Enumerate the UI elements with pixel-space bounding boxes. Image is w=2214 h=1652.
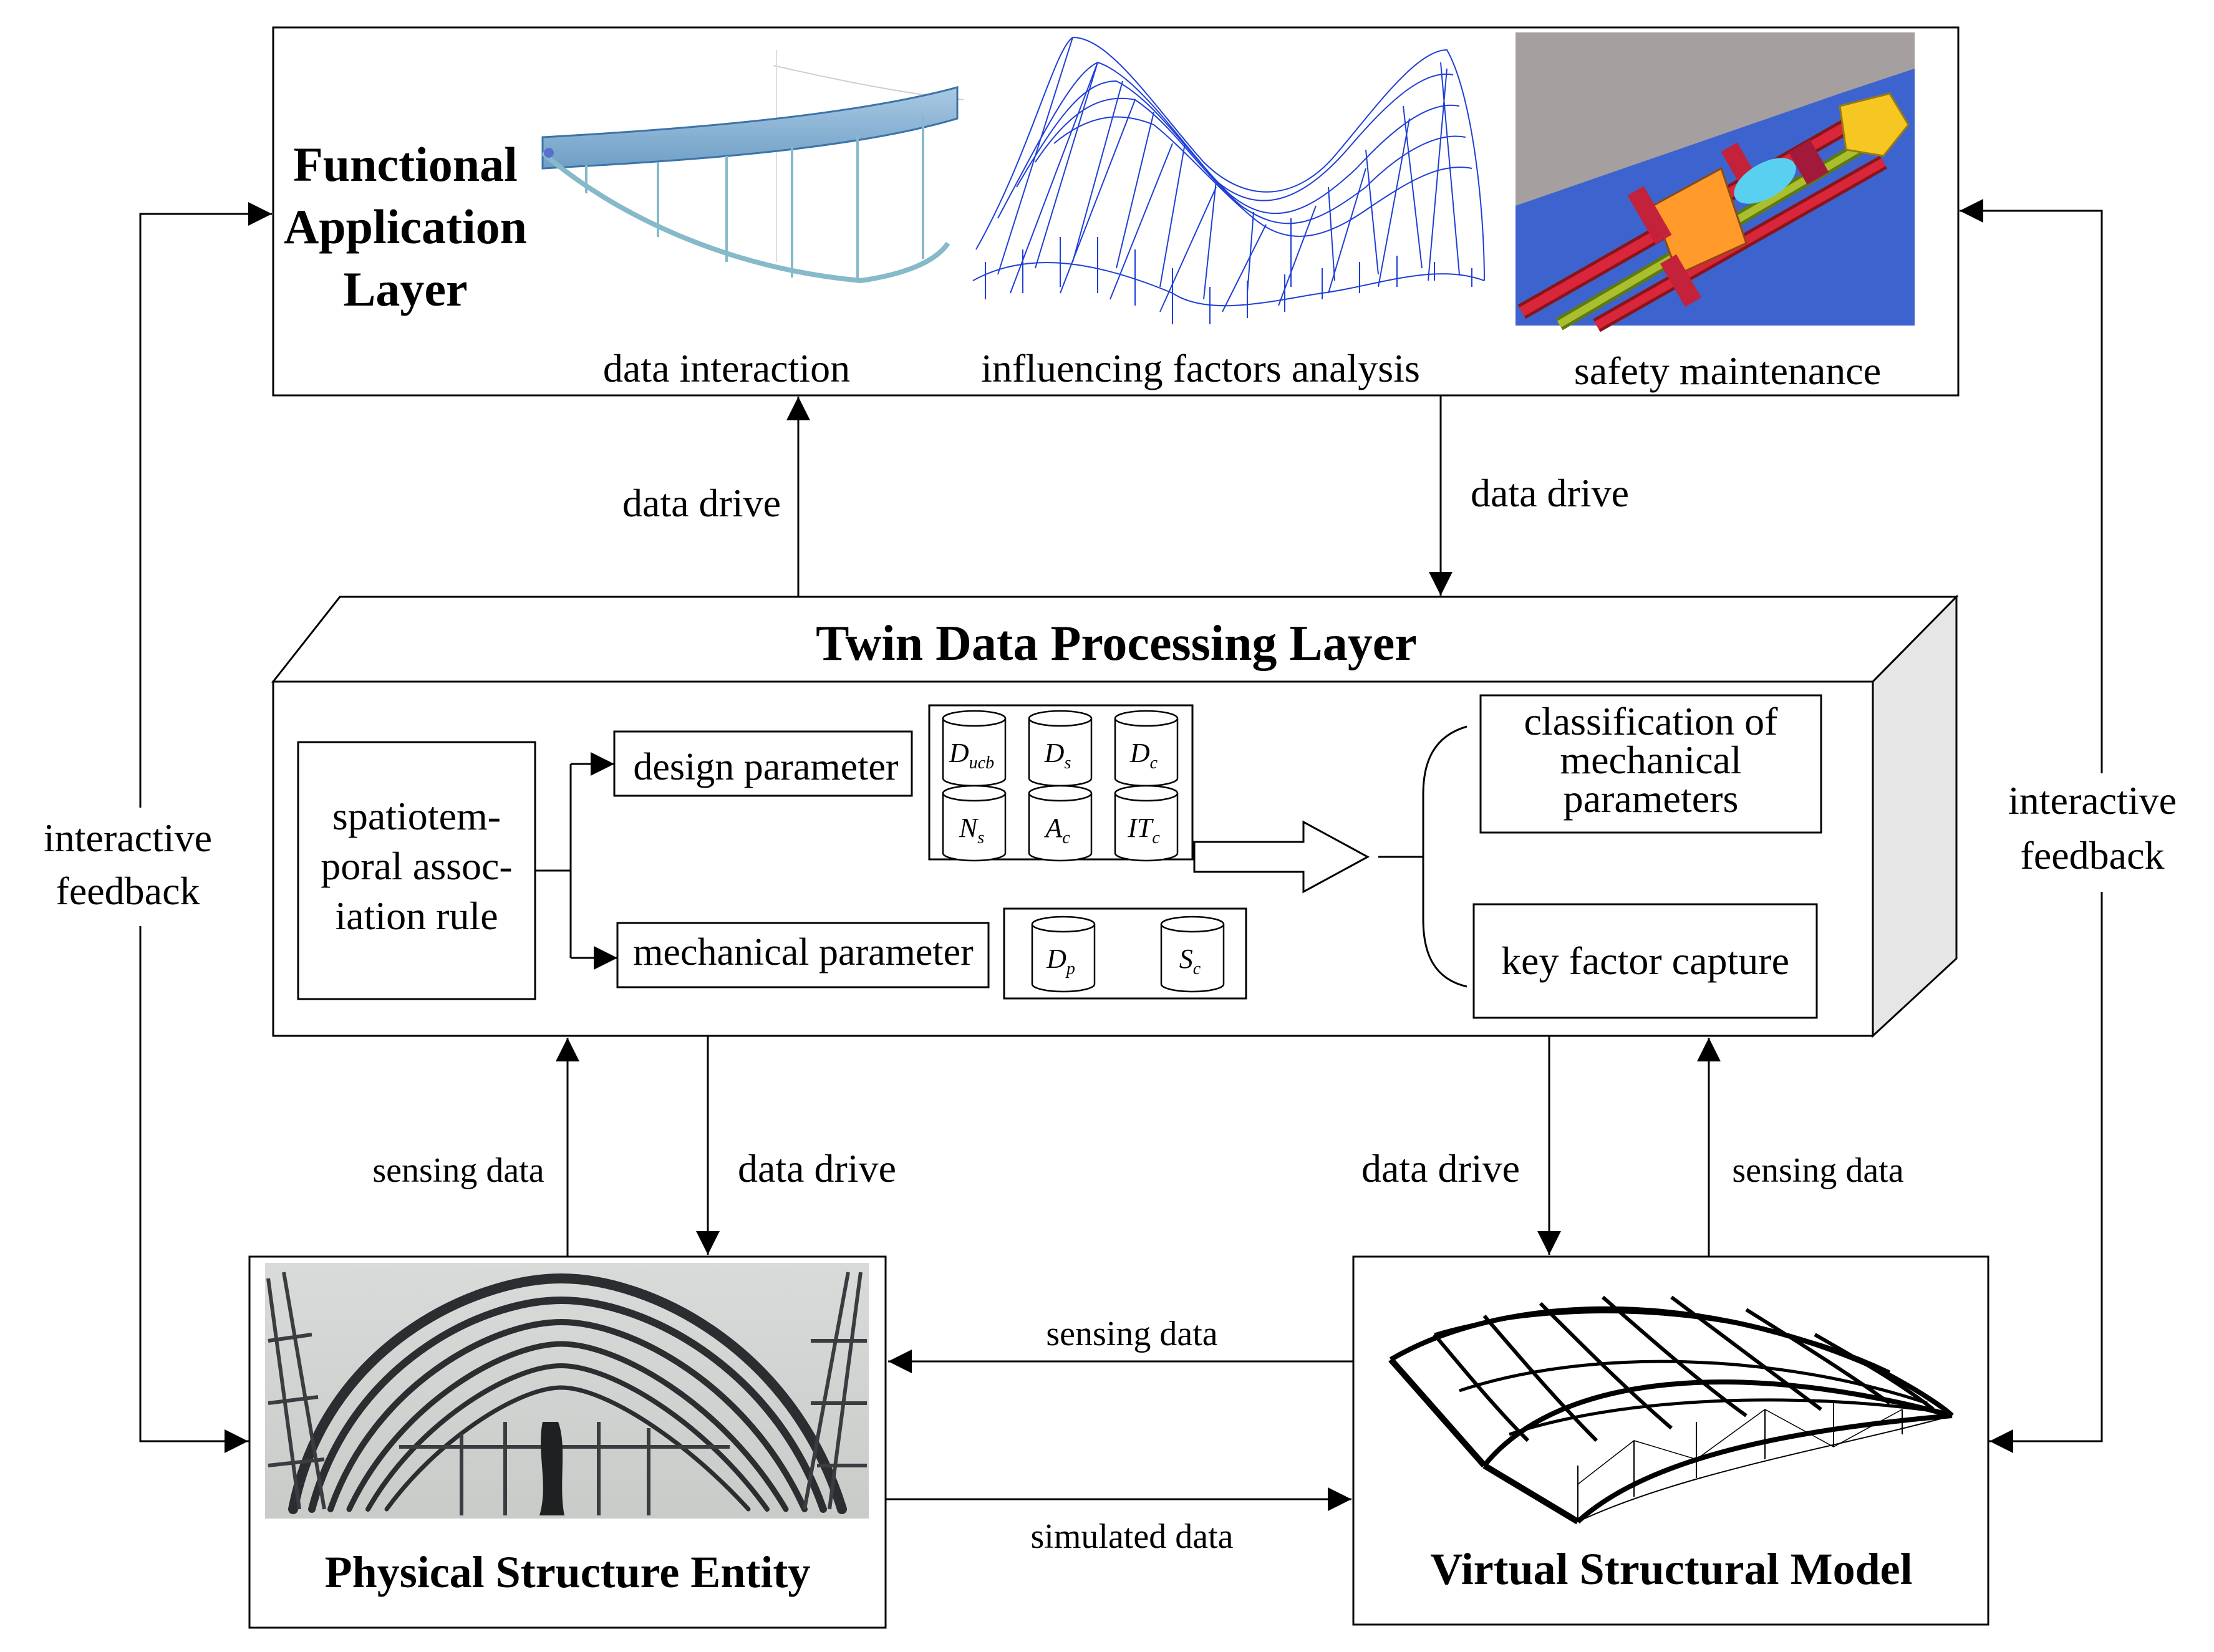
physical-entity-title: Physical Structure Entity [325, 1547, 811, 1597]
key-factor-label: key factor capture [1501, 939, 1789, 983]
data-drive-label-up: data drive [622, 481, 781, 525]
design-parameter-symbol: Dc [1129, 738, 1158, 773]
design-parameter-cylinder: Ac [1028, 785, 1093, 862]
design-parameter-symbol: Ducb [949, 738, 994, 773]
classification-line3: parameters [1564, 776, 1739, 821]
mechanical-parameter-symbol: Dp [1046, 944, 1075, 978]
sensing-data-label-left: sensing data [372, 1151, 544, 1190]
design-parameter-cylinder: Ns [942, 785, 1007, 862]
twin-layer-title: Twin Data Processing Layer [816, 616, 1417, 671]
functional-title-line2: Application [284, 200, 527, 254]
physical-structure-photo [265, 1263, 869, 1519]
mechanical-symbols: Dp Sc [1031, 915, 1225, 993]
data-drive-label-right: data drive [1361, 1146, 1520, 1191]
virtual-structural-model: Virtual Structural Model [1352, 1255, 1989, 1626]
association-rule-line1: spatiotem- [332, 794, 501, 838]
functional-application-layer: Functional Application Layer data intera… [272, 26, 1960, 397]
data-drive-label-left: data drive [738, 1146, 896, 1191]
design-parameter-symbol: Ns [959, 813, 984, 848]
mechanical-parameter-box [616, 922, 990, 988]
design-parameter-symbol: Ac [1043, 813, 1070, 848]
design-parameter-cylinder: Dc [1114, 710, 1179, 787]
sensing-data-label-bottom: sensing data [1046, 1315, 1217, 1353]
feedback-label-left: feedback [56, 869, 200, 913]
twin-data-processing-layer: Twin Data Processing Layer spatiotem- po… [271, 594, 1959, 1038]
mechanical-parameter-cylinder: Sc [1160, 915, 1225, 993]
data-drive-label-down: data drive [1471, 471, 1629, 515]
association-rule-line2: poral assoc- [321, 844, 512, 888]
classification-box [1479, 694, 1822, 834]
feedback-label-right: feedback [2021, 833, 2165, 877]
connectors: data drive data drive sensing data data … [25, 199, 2202, 1556]
design-parameter-box [613, 730, 913, 797]
simulated-data-label: simulated data [1030, 1517, 1233, 1556]
interactive-label-left: interactive [44, 816, 212, 860]
design-parameter-label: design parameter [633, 746, 899, 788]
design-parameter-symbol: Ds [1044, 738, 1071, 773]
functional-title-line3: Layer [343, 262, 467, 316]
mechanical-parameter-symbol: Sc [1179, 944, 1201, 978]
virtual-model-title: Virtual Structural Model [1430, 1544, 1912, 1594]
design-parameter-cylinder: Ds [1028, 710, 1093, 787]
physical-structure-entity: Physical Structure Entity [248, 1255, 887, 1629]
classification-line2: mechanical [1560, 738, 1741, 782]
association-rule-line3: iation rule [335, 894, 498, 938]
sensing-data-label-right: sensing data [1732, 1151, 1903, 1190]
output-brace [1422, 725, 1467, 988]
virtual-model-render [1388, 1295, 1954, 1525]
safety-maintenance-label: safety maintenance [1574, 349, 1881, 393]
interactive-label-right: interactive [2008, 778, 2177, 823]
design-parameter-symbol: ITc [1127, 813, 1160, 848]
design-parameter-cylinder: Ducb [942, 710, 1007, 787]
influencing-factors-image [972, 36, 1485, 324]
design-parameter-cylinder: ITc [1114, 785, 1179, 862]
mechanical-parameter-label: mechanical parameter [633, 931, 974, 973]
hollow-process-arrow [1193, 820, 1370, 894]
data-interaction-image [541, 50, 964, 284]
safety-maintenance-image [1515, 32, 1915, 332]
mechanical-parameter-cylinder: Dp [1031, 915, 1096, 993]
data-interaction-label: data interaction [603, 346, 850, 390]
key-factor-box [1472, 903, 1818, 1019]
functional-title-line1: Functional [293, 137, 518, 191]
association-rule-box [297, 741, 536, 1000]
classification-line1: classification of [1524, 699, 1779, 743]
influencing-factors-label: influencing factors analysis [981, 346, 1420, 390]
